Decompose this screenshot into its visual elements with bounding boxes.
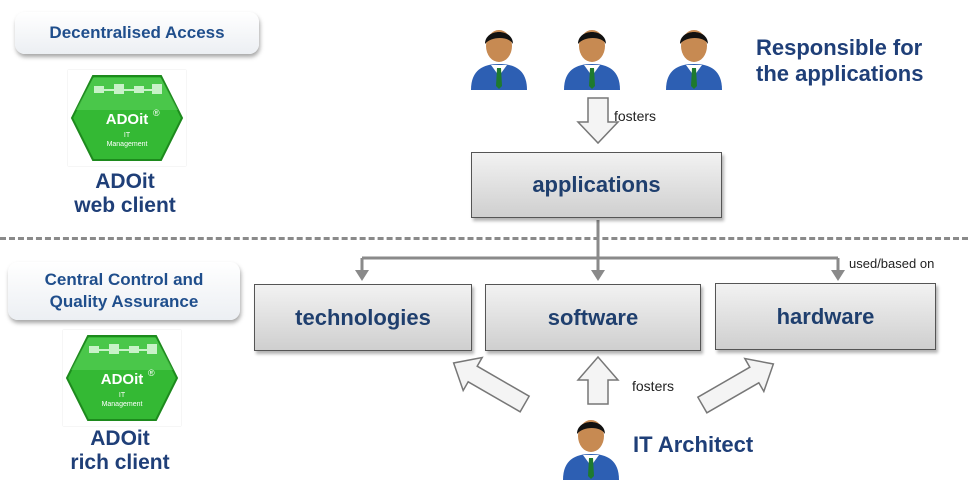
decentralised-access-label: Decentralised Access <box>49 23 225 42</box>
responsible-person-3-icon <box>658 18 730 90</box>
technologies-label: technologies <box>295 304 431 330</box>
fosters-up-arrow <box>576 355 620 405</box>
technologies-box: technologies <box>254 284 472 351</box>
web-client-type: web client <box>74 194 176 217</box>
web-client-brand: ADOit <box>95 170 155 193</box>
central-control-tab: Central Control and Quality Assurance <box>8 262 240 320</box>
web-client-label: ADOit web client <box>40 170 210 218</box>
svg-text:®: ® <box>148 368 155 378</box>
fosters-down-arrow <box>576 97 620 145</box>
responsible-person-1-icon <box>463 18 535 90</box>
central-control-line2: Quality Assurance <box>49 292 199 311</box>
software-label: software <box>547 304 639 330</box>
applications-box: applications <box>471 152 722 218</box>
diagonal-arrow-hardware <box>696 357 775 414</box>
arrowhead-hardware <box>831 270 845 281</box>
svg-text:IT: IT <box>119 392 126 399</box>
rich-client-label: ADOit rich client <box>35 427 205 475</box>
svg-text:IT: IT <box>124 132 131 139</box>
responsible-title: Responsible for the applications <box>756 35 923 87</box>
applications-label: applications <box>532 172 661 197</box>
responsible-title-line1: Responsible for <box>756 35 923 60</box>
responsible-title-line2: the applications <box>756 61 924 86</box>
diagonal-arrow-technologies <box>452 356 531 413</box>
adoit-logo-top: ADOit ® IT Management <box>68 70 186 166</box>
decentralised-access-tab: Decentralised Access <box>15 12 259 54</box>
fosters-top-label: fosters <box>614 108 657 124</box>
adoit-hexagon-icon: ADOit ® IT Management <box>65 335 179 421</box>
software-box: software <box>485 284 701 351</box>
rich-client-brand: ADOit <box>90 427 150 450</box>
fosters-bottom-label: fosters <box>632 378 675 394</box>
section-divider <box>0 237 968 240</box>
rich-client-type: rich client <box>70 451 170 474</box>
adoit-logo-bottom: ADOit ® IT Management <box>63 330 181 426</box>
adoit-hexagon-icon: ADOit ® IT Management <box>70 75 184 161</box>
hardware-label: hardware <box>776 303 875 329</box>
svg-text:®: ® <box>153 108 160 118</box>
svg-text:Management: Management <box>102 401 143 408</box>
used-based-on-label: used/based on <box>849 256 935 271</box>
svg-text:Management: Management <box>107 141 148 148</box>
responsible-person-2-icon <box>556 18 628 90</box>
it-architect-icon <box>555 408 627 480</box>
central-control-line1: Central Control and <box>44 270 204 289</box>
svg-text:ADOit: ADOit <box>106 111 149 128</box>
arrowhead-technologies <box>355 270 369 281</box>
arrowhead-software <box>591 270 605 281</box>
hardware-box: hardware <box>715 283 936 350</box>
it-architect-label: IT Architect <box>633 432 754 457</box>
svg-text:ADOit: ADOit <box>101 371 144 388</box>
